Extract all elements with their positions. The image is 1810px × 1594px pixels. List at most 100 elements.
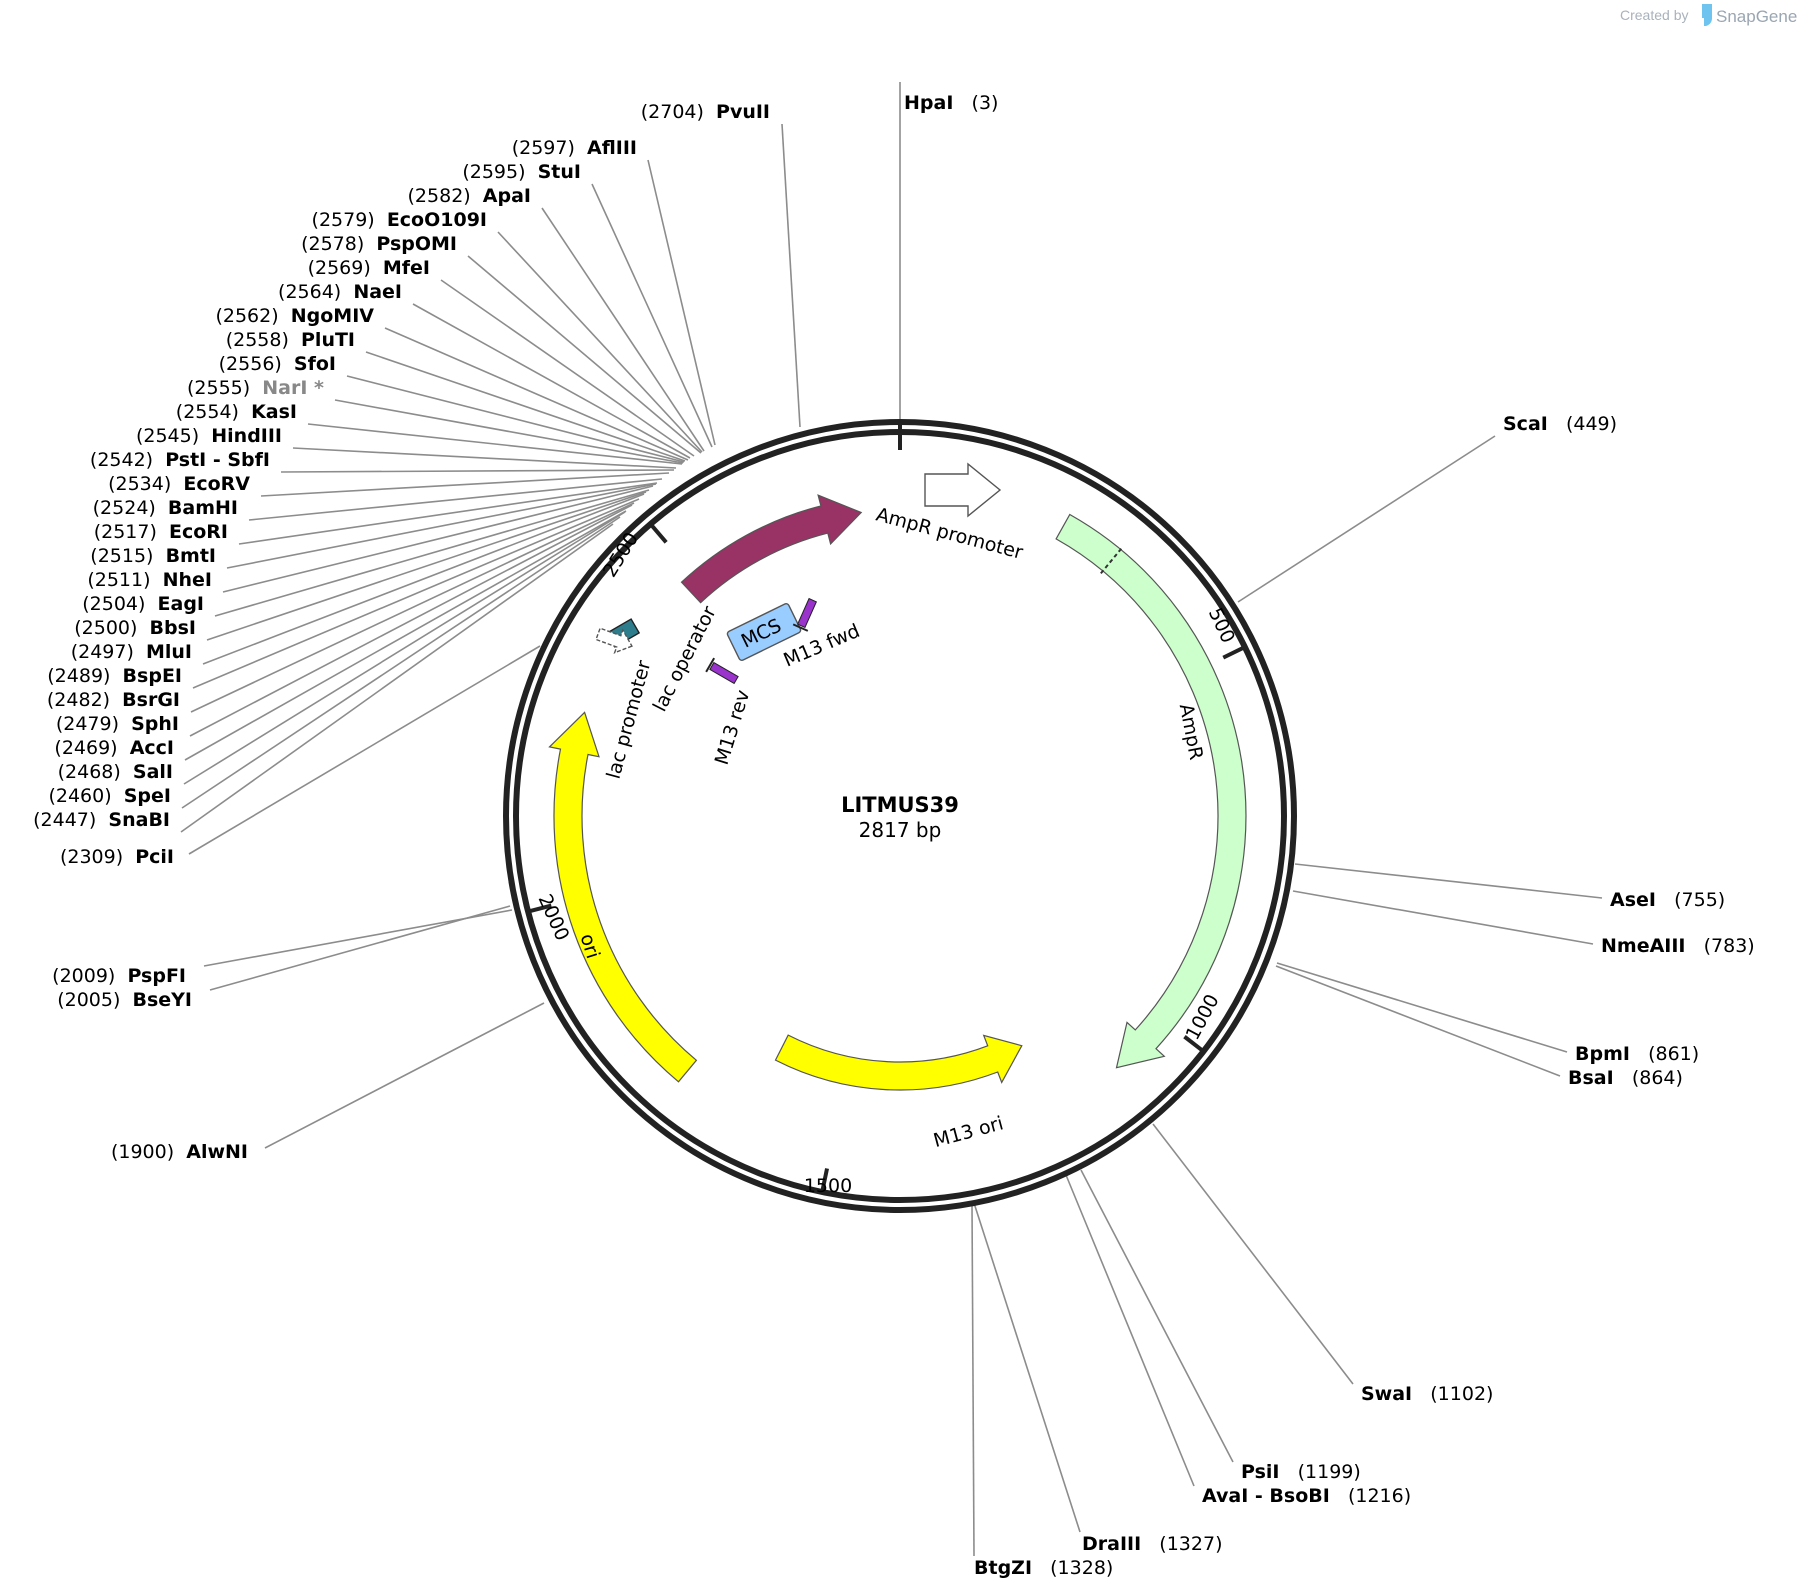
ruler-tick-label: 1500 [804,1175,852,1197]
site-leader-line [346,375,685,463]
site-name: NgoMIV [291,305,375,327]
site-position: (1328) [1050,1557,1113,1579]
site-leader-line [181,516,621,809]
site-position: (2515) [90,545,153,567]
site-label-bsai: BsaI (864) [1568,1067,1683,1089]
site-label-psii: PsiI (1199) [1241,1461,1361,1483]
site-label-sali: (2468) SalI [58,761,173,783]
site-name: BbsI [150,617,196,639]
site-name: PluTI [301,329,355,351]
site-label-avai: AvaI - BsoBI (1216) [1202,1485,1411,1507]
site-position: (2578) [301,233,364,255]
site-name: EcoRI [169,521,228,543]
ruler-tick [1183,1035,1205,1053]
site-position: (2479) [56,713,119,735]
site-position: (1900) [111,1141,174,1163]
site-position: (2554) [176,401,239,423]
site-name: MfeI [383,257,430,279]
site-leader-line [1276,962,1568,1053]
site-label-naei: (2564) NaeI [278,281,402,303]
site-name: NheI [163,569,212,591]
site-position: (2005) [57,989,120,1011]
site-label-psti: (2542) PstI - SbfI [90,449,270,471]
site-label-pspfi: (2009) PspFI [52,965,186,987]
site-label-spei: (2460) SpeI [48,785,171,807]
site-leader-line [190,502,635,713]
site-leader-line [292,447,677,469]
site-name: SfoI [294,353,336,375]
site-leader-line [1152,1123,1354,1385]
ampr-promoter-arrow [924,462,1002,518]
site-name: DraIII [1082,1533,1141,1555]
site-position: (755) [1674,889,1725,911]
site-leader-line [440,279,695,457]
site-label-apai: (2582) ApaI [408,185,531,207]
site-leader-line [334,399,684,464]
site-name: SalI [133,761,173,783]
site-name: PspFI [127,965,186,987]
site-position: (1327) [1159,1533,1222,1555]
site-label-ecori: (2517) EcoRI [94,521,228,543]
site-position: (2482) [47,689,110,711]
snapgene-brand: SnapGene [1716,7,1797,26]
site-name: ApaI [483,185,531,207]
site-name: PvuII [716,101,770,123]
site-name: MluI [146,641,192,663]
site-leader-line [1275,965,1561,1077]
site-name: AvaI [1202,1485,1248,1507]
m13-rev-primer-icon [705,657,739,685]
site-leader-line [188,645,541,855]
site-position: (1102) [1430,1383,1493,1405]
site-label-hindiii: (2545) HindIII [136,425,282,447]
site-name: HpaI [904,92,953,114]
site-label-nari: (2555) NarI * [187,377,324,399]
site-leader-line [189,504,633,737]
site-position: (2562) [215,305,278,327]
site-name: AseI [1610,889,1656,911]
site-name: PspOMI [376,233,457,255]
site-name: BmtI [166,545,216,567]
site-position: (783) [1704,935,1755,957]
site-leader-line [412,303,691,459]
site-name: EcoRV [183,473,250,495]
site-position: (2489) [47,665,110,687]
site-position: (2542) [90,449,153,471]
site-label-mfei: (2569) MfeI [308,257,430,279]
site-label-btgzi: BtgZI (1328) [974,1557,1113,1579]
site-label-bamhi: (2524) BamHI [93,497,238,519]
lac-promoter-arrow [595,627,633,654]
snapgene-logo-icon [1702,4,1712,26]
site-position: (2534) [108,473,171,495]
created-by-label: Created by [1620,7,1688,23]
site-label-bbsi: (2500) BbsI [74,617,196,639]
site-leader-line [541,207,705,452]
site-position: (2469) [54,737,117,759]
site-position: (2579) [312,209,375,231]
site-leader-line [384,327,689,461]
site-leader-line [365,351,686,462]
site-leader-line [1294,863,1603,899]
site-name-secondary: - BsoBI [1248,1485,1330,1507]
ori-arrow [548,711,698,1083]
site-label-eagi: (2504) EagI [82,593,204,615]
site-label-bspei: (2489) BspEI [47,665,182,687]
site-label-pvuii: (2704) PvuII [641,101,770,123]
site-label-sphi: (2479) SphI [56,713,179,735]
ampr-promoter-label: AmpR promoter [874,504,1026,564]
site-leader-line [260,472,670,497]
site-name: PsiI [1241,1461,1279,1483]
site-position: (2558) [226,329,289,351]
site-position: (1216) [1348,1485,1411,1507]
site-label-kasi: (2554) KasI [176,401,297,423]
plasmid-size: 2817 bp [859,818,942,842]
site-name: AflIII [587,137,637,159]
site-leader-line [192,498,640,689]
site-name: PciI [135,846,174,868]
site-name: KasI [251,401,297,423]
site-label-ecoo109i: (2579) EcoO109I [312,209,487,231]
site-name: SnaBI [108,809,170,831]
site-name: BpmI [1575,1043,1630,1065]
site-name: SwaI [1361,1383,1412,1405]
site-leader-line [1065,1174,1195,1487]
site-label-aflii: (2597) AflIII [512,137,637,159]
